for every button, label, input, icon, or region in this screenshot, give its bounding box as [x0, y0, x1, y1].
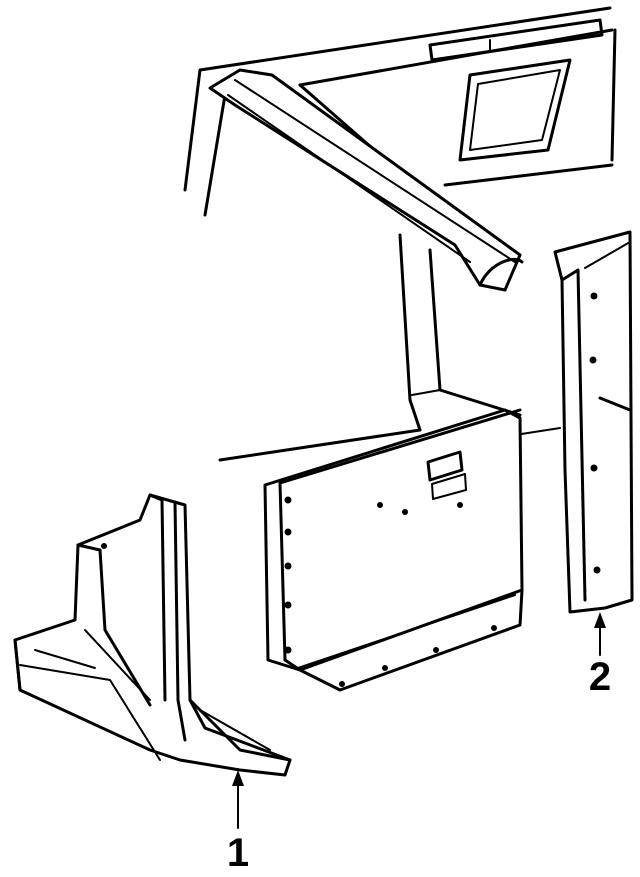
callout-label-1: 1	[227, 831, 249, 875]
part-2-pillar-trim	[553, 230, 634, 614]
door-trim-panel	[263, 408, 524, 692]
roof-pillar-bar	[208, 68, 524, 432]
callout-label-2: 2	[589, 655, 611, 699]
part-1-quarter-trim	[13, 493, 292, 777]
callout-arrow-2	[594, 612, 606, 656]
callout-arrow-1	[232, 770, 244, 829]
